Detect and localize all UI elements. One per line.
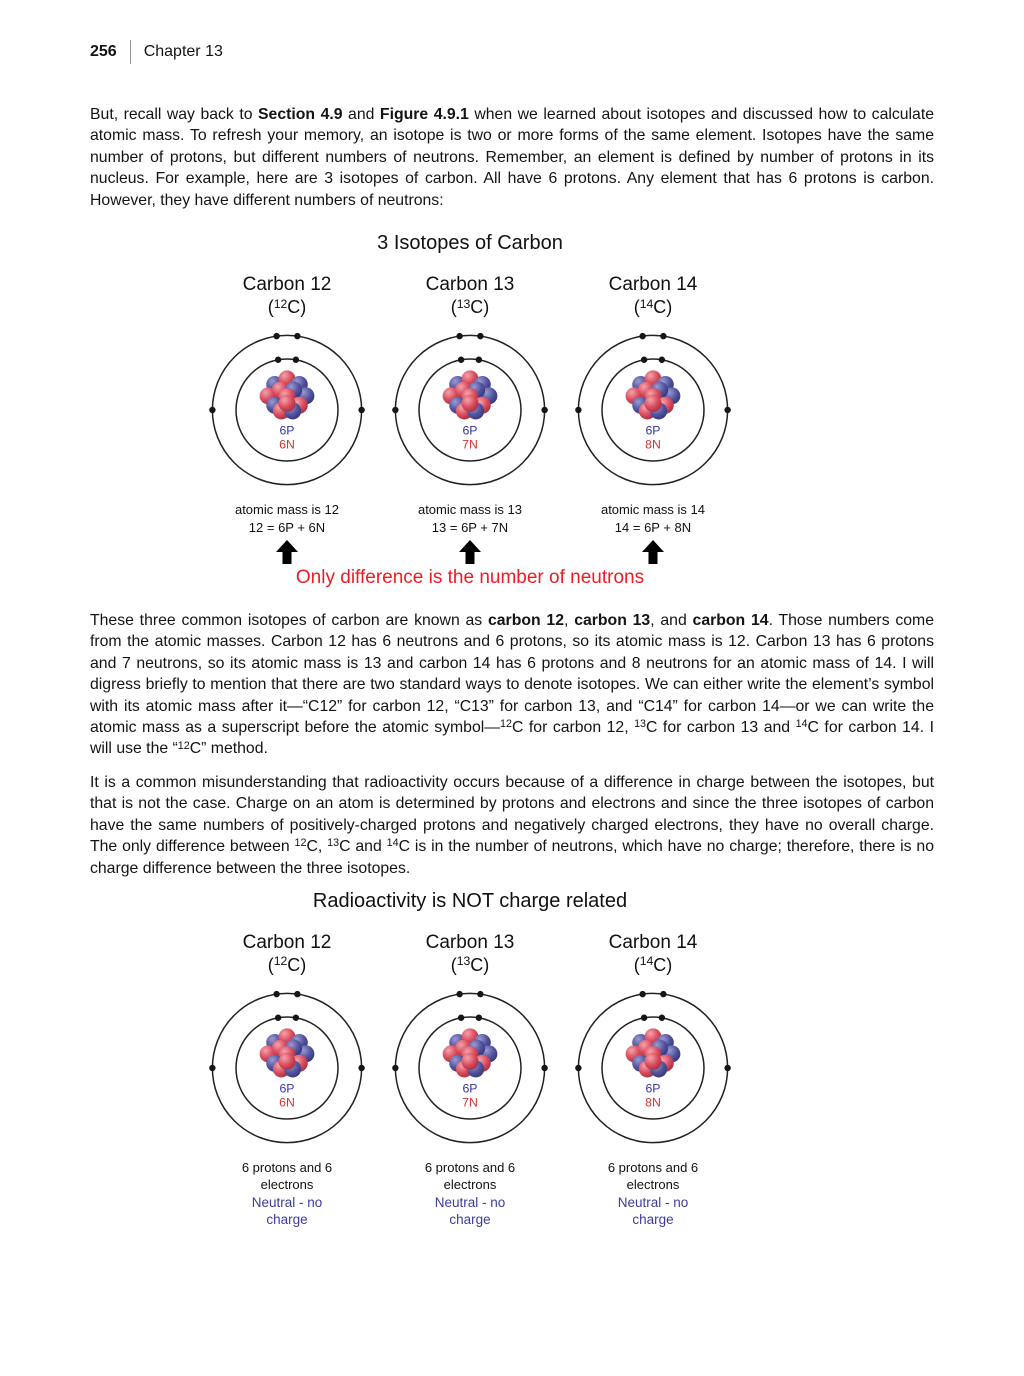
atom-symbol: (13C) [450,954,490,975]
atom-column-carbon12: Carbon 12 (12C) 6P 6N 6 protons and 6 el… [196,931,379,1229]
mass-equation-line: 13 = 6P + 7N [431,519,509,535]
header-divider [129,40,131,64]
atom-bohr-diagram: 6P 6N [208,332,366,486]
atom-column-carbon13: Carbon 13 (13C) 6P 7N 6 protons and 6 el… [379,931,562,1229]
atomic-mass-line: atomic mass is 13 [417,502,523,518]
atom-bohr-diagram: 6P 6N [208,990,366,1144]
electron-count-line1: 6 protons and 6 [241,1159,333,1175]
atom-caption: atomic mass is 14 14 = 6P + 8N [601,501,705,536]
up-arrow-icon [642,540,664,565]
atom-caption: atomic mass is 13 13 = 6P + 7N [418,501,522,536]
proton-count-label: 6P [279,1081,294,1095]
atom-row: Carbon 12 (12C) 6P 6N atomic mass is 12 … [90,273,850,536]
atom-name: Carbon 12 [242,931,332,953]
atom-symbol: (12C) [267,954,307,975]
atom-caption: 6 protons and 6 electrons Neutral - no c… [425,1159,515,1229]
figure-isotopes: 3 Isotopes of Carbon Carbon 12 (12C) 6P … [90,231,850,590]
neutron-count-label: 8N [645,1096,661,1110]
atom-column-carbon13: Carbon 13 (13C) 6P 7N atomic mass is 13 … [379,273,562,536]
neutron-count-label: 6N [279,438,295,452]
atomic-mass-line: atomic mass is 12 [234,502,340,518]
atom-name: Carbon 13 [425,931,515,953]
page-number: 256 [90,43,117,60]
figure-title: 3 Isotopes of Carbon [377,232,563,255]
atomic-mass-line: atomic mass is 14 [600,502,706,518]
atom-column-carbon14: Carbon 14 (14C) 6P 8N 6 protons and 6 el… [562,931,745,1229]
electron-count-line2: electrons [626,1177,680,1193]
electron-count-line2: electrons [260,1177,314,1193]
up-arrow-icon [276,540,298,565]
atom-symbol: (14C) [633,954,673,975]
atom-caption: atomic mass is 12 12 = 6P + 6N [235,501,339,536]
atom-name: Carbon 14 [608,274,698,296]
atom-row: Carbon 12 (12C) 6P 6N 6 protons and 6 el… [90,931,850,1229]
atom-bohr-diagram: 6P 8N [574,990,732,1144]
atom-name: Carbon 13 [425,274,515,296]
figure-title: Radioactivity is NOT charge related [312,889,628,912]
atom-symbol: (12C) [267,296,307,318]
neutron-count-label: 8N [645,438,661,452]
body-paragraph-1: But, recall way back to Section 4.9 and … [90,106,935,209]
atom-bohr-diagram: 6P 7N [391,990,549,1144]
atom-symbol: (14C) [633,296,673,318]
neutron-count-label: 6N [279,1096,295,1110]
up-arrow-icon [459,540,481,565]
electron-count-line1: 6 protons and 6 [607,1159,699,1175]
atom-column-carbon14: Carbon 14 (14C) 6P 8N atomic mass is 14 … [562,273,745,536]
proton-count-label: 6P [645,424,660,438]
neutral-charge-line1: Neutral - no [617,1194,689,1210]
electron-count-line2: electrons [443,1177,497,1193]
atom-caption: 6 protons and 6 electrons Neutral - no c… [242,1159,332,1229]
neutral-charge-line1: Neutral - no [251,1194,323,1210]
body-paragraph-3: It is a common misunderstanding that rad… [90,773,934,877]
neutral-charge-line2: charge [449,1212,491,1228]
arrow-row [90,540,850,565]
neutron-count-label: 7N [462,438,478,452]
atom-symbol: (13C) [450,296,490,318]
proton-count-label: 6P [645,1081,660,1095]
neutral-charge-line2: charge [632,1212,674,1228]
neutron-count-label: 7N [462,1096,478,1110]
atom-bohr-diagram: 6P 8N [574,332,732,486]
mass-equation-line: 12 = 6P + 6N [248,519,326,535]
atom-bohr-diagram: 6P 7N [391,332,549,486]
proton-count-label: 6P [279,424,294,438]
proton-count-label: 6P [462,1081,477,1095]
atom-name: Carbon 12 [242,274,332,296]
neutral-charge-line2: charge [266,1212,308,1228]
chapter-title: Chapter 13 [143,43,223,60]
atom-column-carbon12: Carbon 12 (12C) 6P 6N atomic mass is 12 … [196,273,379,536]
atom-caption: 6 protons and 6 electrons Neutral - no c… [608,1159,698,1229]
atom-name: Carbon 14 [608,931,698,953]
body-paragraph-2: These three common isotopes of carbon ar… [90,612,934,758]
neutral-charge-line1: Neutral - no [434,1194,506,1210]
figure-charge: Radioactivity is NOT charge related Carb… [90,889,850,1229]
book-page: 256 Chapter 13 But, recall way back to S… [90,40,935,1229]
electron-count-line1: 6 protons and 6 [424,1159,516,1175]
mass-equation-line: 14 = 6P + 8N [614,519,692,535]
figure-note: Only difference is the number of neutron… [295,567,645,589]
page-header: 256 Chapter 13 [90,40,934,64]
proton-count-label: 6P [462,424,477,438]
